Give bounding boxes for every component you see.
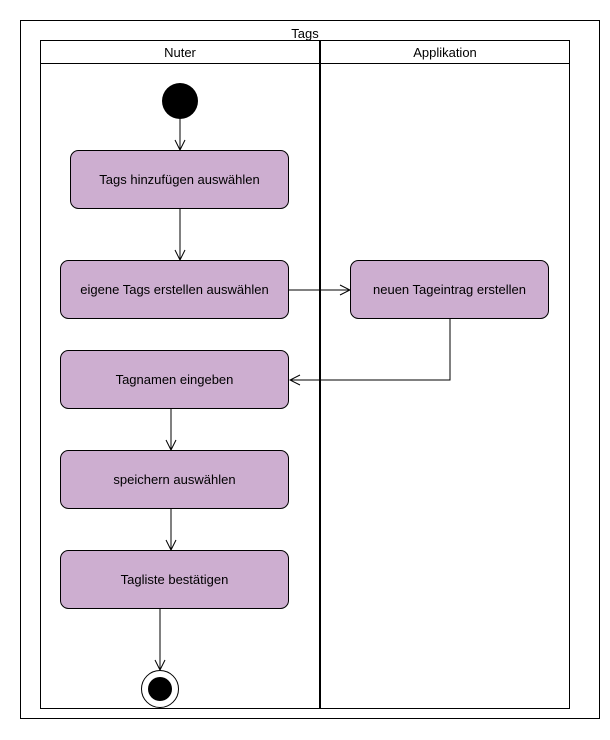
activity-a6: Tagliste bestätigen xyxy=(60,550,289,609)
activity-box xyxy=(60,450,289,509)
activity-a5: speichern auswählen xyxy=(60,450,289,509)
activity-box xyxy=(60,550,289,609)
end-node-core xyxy=(148,677,172,701)
activity-box xyxy=(60,260,289,319)
activity-a4: Tagnamen eingeben xyxy=(60,350,289,409)
flows xyxy=(160,119,451,670)
flow-a3-to-a4 xyxy=(290,319,451,380)
activity-box xyxy=(350,260,549,319)
start-node xyxy=(162,83,198,119)
activity-label: Tagliste bestätigen xyxy=(121,572,229,587)
lane-header-applikation: Applikation xyxy=(413,45,477,60)
activity-label: Tags hinzufügen auswählen xyxy=(99,172,259,187)
activity-a2: eigene Tags erstellen auswählen xyxy=(60,260,289,319)
activity-a3: neuen Tageintrag erstellen xyxy=(350,260,549,319)
activity-label: Tagnamen eingeben xyxy=(116,372,234,387)
diagram-title: Tags xyxy=(291,26,319,41)
activity-label: neuen Tageintrag erstellen xyxy=(373,282,526,297)
lane-header-nuter: Nuter xyxy=(164,45,196,60)
swimlane-pool xyxy=(40,40,570,709)
end-node xyxy=(141,670,179,708)
activity-label: eigene Tags erstellen auswählen xyxy=(80,282,268,297)
activity-box xyxy=(70,150,289,209)
activity-box xyxy=(60,350,289,409)
activity-a1: Tags hinzufügen auswählen xyxy=(70,150,289,209)
activity-label: speichern auswählen xyxy=(113,472,235,487)
